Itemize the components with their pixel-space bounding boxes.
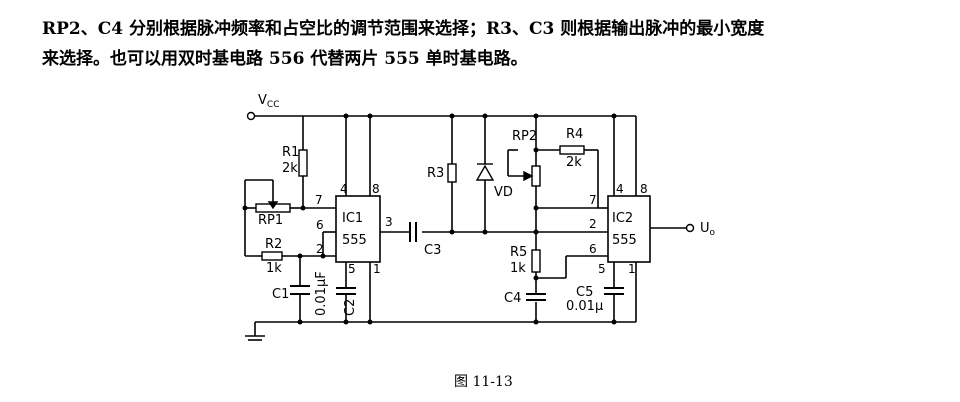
r3-resistor [447, 163, 457, 183]
c1-label: C1 [272, 287, 289, 302]
c5-label: C5 [576, 285, 593, 300]
r4-value: 2k [566, 155, 582, 170]
c2-value: 0.01μF [314, 271, 329, 316]
rp2-label: RP2 [512, 129, 537, 144]
ic1-box [335, 195, 381, 263]
ic1-label: IC1 [342, 211, 363, 226]
rp1-wiper-arrow [267, 201, 279, 210]
vcc-label-sub: CC [267, 100, 280, 110]
r5-value: 1k [510, 261, 526, 276]
ic2-pin-4: 4 [616, 182, 624, 196]
r2-label: R2 [265, 237, 282, 252]
ic2-box [607, 195, 651, 263]
vcc-terminal [246, 111, 256, 121]
ic2-pin-6: 6 [589, 242, 597, 256]
paragraph-line-1: RP2、C4 分别根据脉冲频率和占空比的调节范围来选择；R3、C3 则根据输出脉… [42, 19, 765, 39]
ic2-pin-5: 5 [598, 262, 606, 276]
r5-label: R5 [510, 245, 527, 260]
r2-value: 1k [266, 261, 282, 276]
r3-label: R3 [427, 166, 444, 181]
c2-label: C2 [343, 299, 358, 316]
output-label: Uo [700, 221, 716, 238]
c4-label: C4 [504, 291, 521, 306]
ic1-pin-7: 7 [315, 193, 323, 207]
circuit-wires [244, 115, 686, 341]
junction-dots [242, 113, 617, 325]
output-label-main: U [700, 221, 710, 236]
terminals [246, 111, 695, 233]
ic1-pin-1: 1 [373, 262, 381, 276]
c5-value: 0.01μ [566, 299, 603, 314]
r4-label: R4 [566, 127, 583, 142]
ic1-pin-5: 5 [348, 262, 356, 276]
ic2-pin-1: 1 [628, 262, 636, 276]
ic2-pin-2: 2 [589, 217, 597, 231]
rp2-wiper-arrow [523, 170, 534, 182]
r4-resistor [559, 145, 585, 155]
output-terminal [685, 223, 695, 233]
vcc-label-main: V [258, 93, 267, 108]
ic1-pin-3: 3 [385, 215, 393, 229]
vd-label: VD [494, 185, 513, 200]
vcc-label: VCC [258, 93, 279, 110]
description-paragraph: RP2、C4 分别根据脉冲频率和占空比的调节范围来选择；R3、C3 则根据输出脉… [42, 14, 942, 74]
ic2-pin-7: 7 [589, 193, 597, 207]
c3-label: C3 [424, 243, 441, 258]
ic1-type: 555 [342, 233, 367, 248]
ic1-pin-4: 4 [340, 182, 348, 196]
r5-resistor [531, 249, 541, 273]
figure-caption: 图 11-13 [454, 374, 513, 390]
r1-resistor [298, 149, 308, 177]
ic-packages [335, 195, 651, 263]
rp1-label: RP1 [258, 213, 283, 228]
output-label-sub: o [710, 228, 716, 238]
r1-value: 2k [282, 161, 298, 176]
ic2-type: 555 [612, 233, 637, 248]
wiper-arrows [267, 170, 534, 210]
vd-diode [475, 163, 495, 181]
ic1-pin-6: 6 [316, 218, 324, 232]
r2-resistor [261, 251, 283, 261]
ic2-pin-8: 8 [640, 182, 648, 196]
paragraph-line-2: 来选择。也可以用双时基电路 556 代替两片 555 单时基电路。 [42, 49, 528, 69]
r1-label: R1 [282, 145, 299, 160]
ic1-pin-8: 8 [372, 182, 380, 196]
ic2-label: IC2 [612, 211, 633, 226]
ic1-pin-2: 2 [316, 242, 324, 256]
capacitors [290, 222, 624, 301]
